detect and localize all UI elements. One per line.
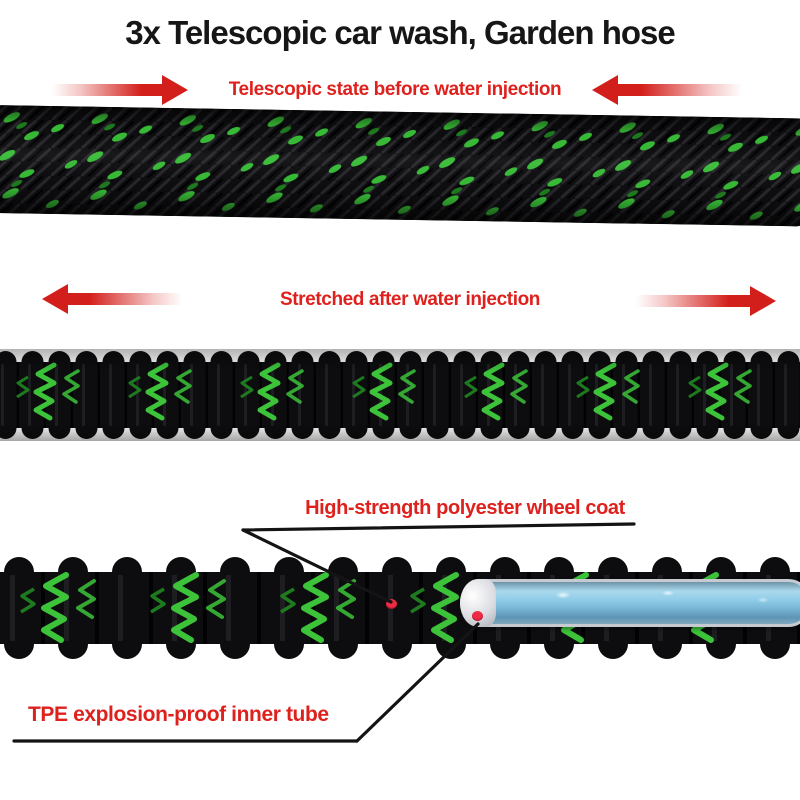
arrow-right-icon (52, 75, 188, 105)
label-inner-tube: TPE explosion-proof inner tube (28, 703, 329, 726)
arrow-left-icon (42, 284, 182, 314)
arrow-shaft (616, 84, 742, 96)
marker-dot-outer-coat (386, 599, 397, 609)
label-after-injection: Stretched after water injection (279, 289, 540, 310)
arrow-left-icon (592, 75, 742, 105)
arrow-shaft (66, 293, 182, 305)
arrow-shaft (52, 84, 164, 96)
product-title: 3x Telescopic car wash, Garden hose (125, 14, 675, 51)
hose-compressed-photo (0, 105, 800, 227)
leader-underline-outer-coat (241, 522, 636, 532)
label-before-injection: Telescopic state before water injection (228, 79, 562, 100)
arrow-head (750, 286, 776, 316)
arrow-shaft (636, 295, 752, 307)
marker-dot-inner-tube (472, 611, 483, 621)
arrow-head (42, 284, 68, 314)
arrow-head (162, 75, 188, 105)
arrow-right-icon (636, 286, 776, 316)
label-outer-coat: High-strength polyester wheel coat (305, 497, 625, 519)
hose-stretched-photo (0, 349, 800, 441)
inner-tube-photo (460, 579, 800, 627)
arrow-head (592, 75, 618, 105)
